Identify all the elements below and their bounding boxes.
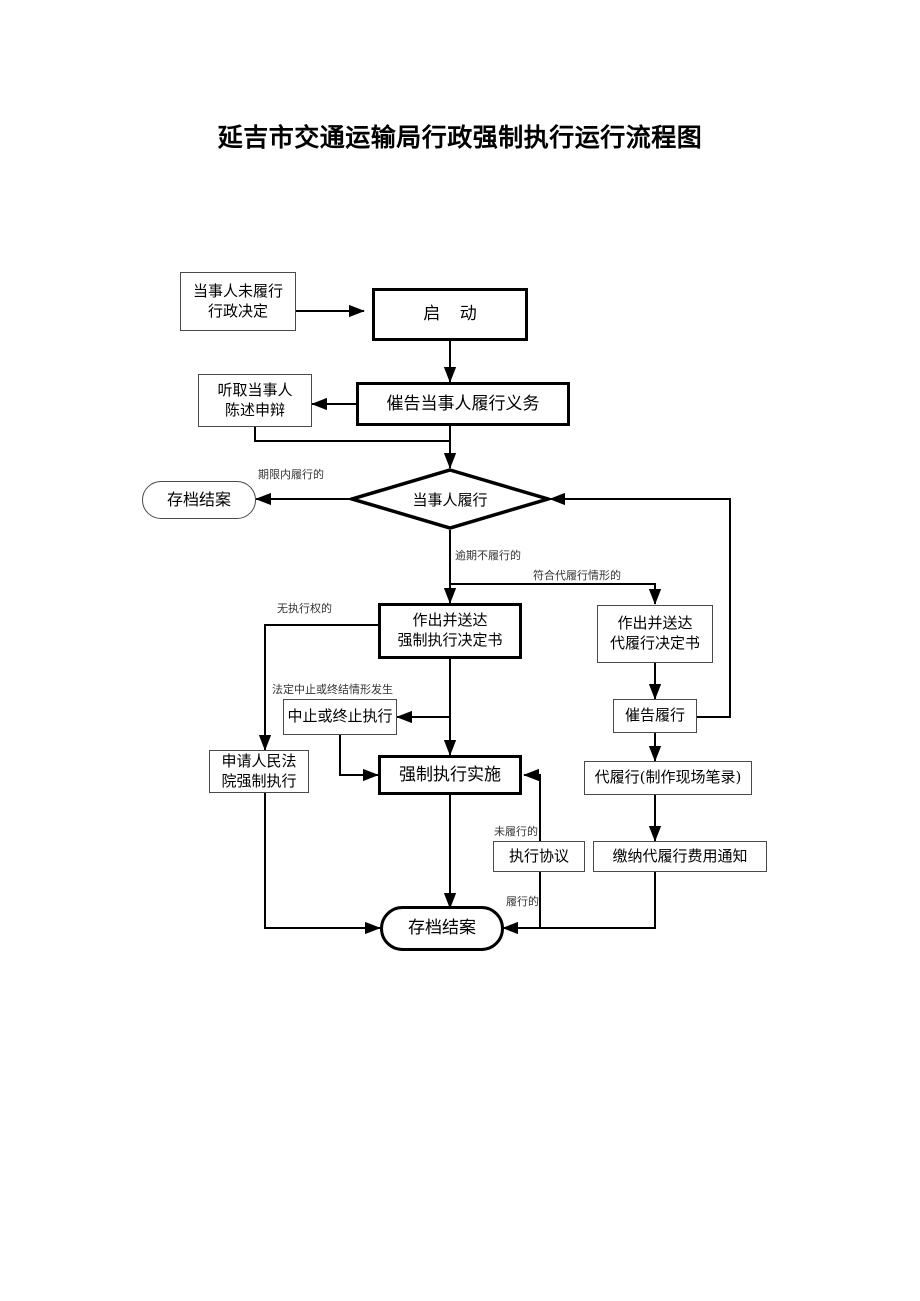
node-archive-close-bottom[interactable]: 存档结案 [380,906,504,951]
node-start[interactable]: 启 动 [372,288,528,341]
edge-label-statutory-suspension: 法定中止或终结情形发生 [272,683,393,696]
node-label: 催告履行 [624,706,685,725]
node-label: 作出并送达 代履行决定书 [609,614,700,652]
node-label: 当事人履行 [412,490,488,509]
node-label: 中止或终止执行 [287,707,393,726]
node-enforcement-implementation[interactable]: 强制执行实施 [378,755,522,795]
node-substitute-performance-record[interactable]: 代履行(制作现场笔录) [584,761,752,795]
node-suspend-or-terminate[interactable]: 中止或终止执行 [283,699,397,735]
node-label: 存档结案 [408,918,476,939]
edge-label-overdue-not-performed: 逾期不履行的 [455,549,521,562]
node-archive-close-top[interactable]: 存档结案 [142,481,256,519]
node-does-party-perform[interactable]: 当事人履行 [345,468,555,530]
node-apply-court-enforcement[interactable]: 申请人民法 院强制执行 [209,750,309,793]
node-urge-performance-2[interactable]: 催告履行 [613,699,697,733]
node-label: 听取当事人 陈述申辩 [217,380,293,419]
node-label: 执行协议 [508,846,569,865]
edge-label-performed: 履行的 [506,895,539,908]
node-enforcement-agreement[interactable]: 执行协议 [493,841,585,872]
node-label: 存档结案 [166,490,231,510]
node-hear-statement[interactable]: 听取当事人 陈述申辩 [198,374,312,427]
node-label: 缴纳代履行费用通知 [612,846,748,865]
edge-label-meets-substitute-condition: 符合代履行情形的 [533,569,621,582]
node-issue-enforcement-decision[interactable]: 作出并送达 强制执行决定书 [378,603,522,659]
node-pay-substitute-cost-notice[interactable]: 缴纳代履行费用通知 [593,841,767,872]
node-label: 申请人民法 院强制执行 [221,751,297,790]
node-issue-substitute-decision[interactable]: 作出并送达 代履行决定书 [597,605,713,663]
edge-label-performed-in-time: 期限内履行的 [258,468,324,481]
page-title: 延吉市交通运输局行政强制执行运行流程图 [217,123,703,152]
node-label: 强制执行实施 [399,764,501,785]
node-urge-performance[interactable]: 催告当事人履行义务 [356,382,570,426]
node-label: 催告当事人履行义务 [386,393,540,414]
node-party-not-performed[interactable]: 当事人未履行 行政决定 [180,272,296,331]
diamond-shape [345,468,555,530]
node-label: 启 动 [423,304,484,325]
edge-label-not-performed: 未履行的 [494,825,538,838]
edge-label-no-enforcement-power: 无执行权的 [277,602,332,615]
node-label: 当事人未履行 行政决定 [192,281,283,320]
node-label: 作出并送达 强制执行决定书 [397,611,503,649]
node-label: 代履行(制作现场笔录) [594,768,742,787]
